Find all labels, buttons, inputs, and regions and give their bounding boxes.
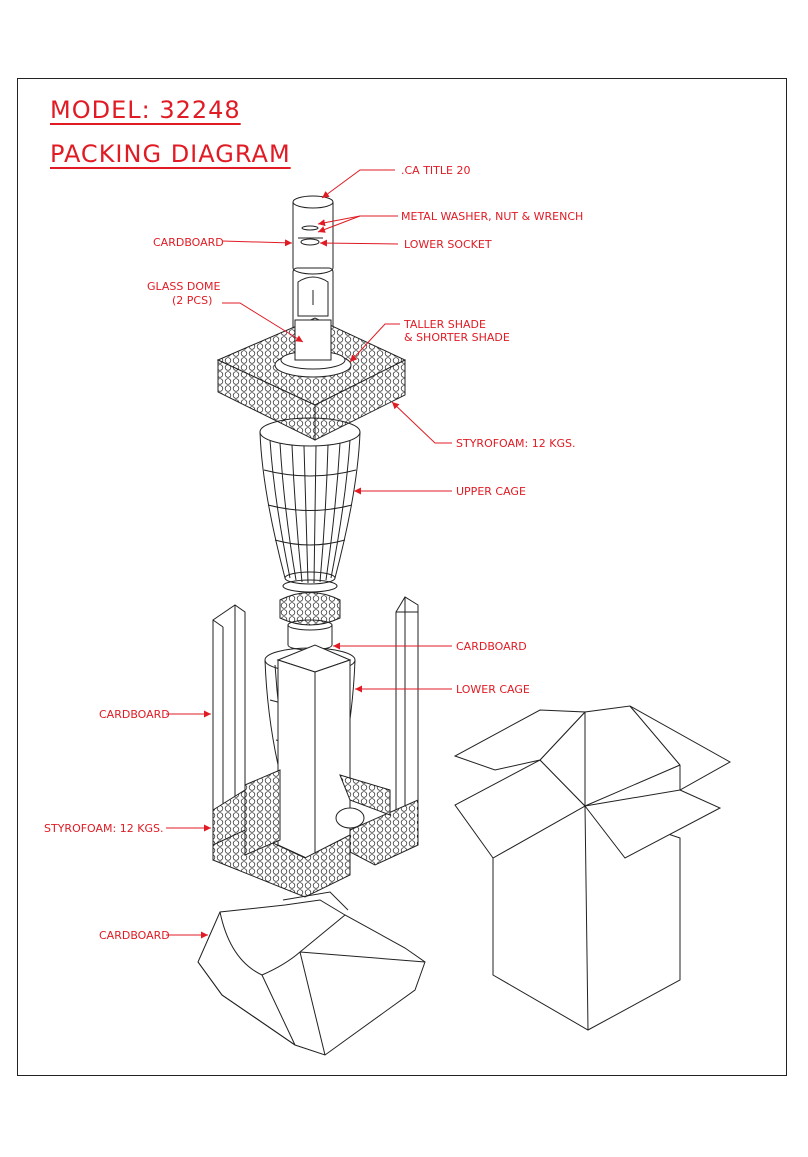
label-styrofoam-bottom: STYROFOAM: 12 KGS. [44,822,164,835]
label-cardboard-top: CARDBOARD [153,236,224,249]
cardboard-tube [292,195,334,275]
styrofoam-bottom-block [212,769,419,898]
styrofoam-top-block [216,317,407,441]
leader-ca-title [321,169,395,199]
leader-lower-socket [319,239,399,247]
label-upper-cage: UPPER CAGE [456,485,526,498]
cardboard-side-right [395,596,419,823]
label-cardboard-mid: CARDBOARD [456,640,527,653]
label-cardboard-left: CARDBOARD [99,708,170,721]
upper-cage [259,417,361,593]
model-title: MODEL: 32248 [50,96,241,124]
foam-ring [279,592,341,626]
shipping-box [453,705,732,1031]
label-shorter-shade: & SHORTER SHADE [404,331,510,344]
leader-styrofoam-top [391,401,452,444]
leader-cardboard-top [221,239,293,247]
label-ca-title: .CA TITLE 20 [401,164,471,177]
cardboard-prism [276,644,352,863]
cardboard-bottom-tray [197,891,426,1056]
label-taller-shade: TALLER SHADE [404,318,486,331]
drawing-frame [17,78,787,1076]
label-metal-washer: METAL WASHER, NUT & WRENCH [401,210,584,223]
leader-glass-dome [222,302,304,343]
label-lower-cage: LOWER CAGE [456,683,530,696]
leader-washer-2 [317,215,361,233]
label-cardboard-bottom: CARDBOARD [99,929,170,942]
label-glass-dome: GLASS DOME [147,280,221,293]
label-styrofoam-top: STYROFOAM: 12 KGS. [456,437,576,450]
leader-taller-shade [349,323,400,363]
label-lower-socket: LOWER SOCKET [404,238,492,251]
packing-diagram-title: PACKING DIAGRAM [50,140,291,168]
label-glass-dome-count: (2 PCS) [172,294,213,307]
